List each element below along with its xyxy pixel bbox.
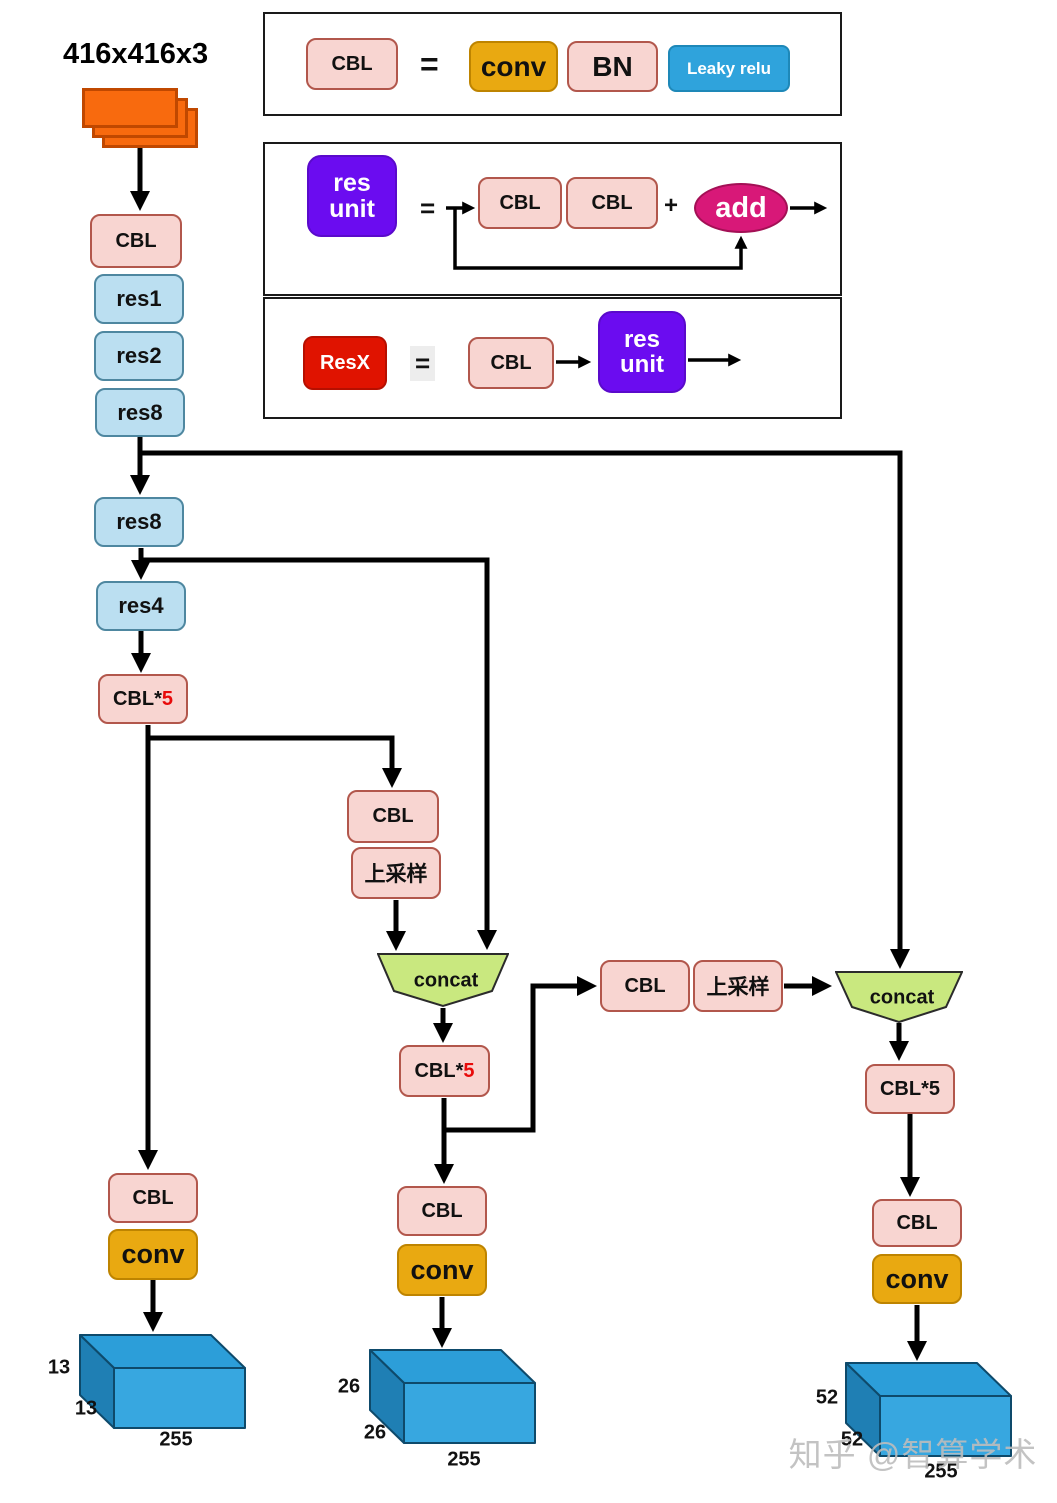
right-head-cbl-label: CBL [896, 1211, 938, 1234]
right-concat-label: concat [869, 986, 935, 1009]
legend-bn-box: BN [567, 41, 658, 92]
output26-dim-c: 255 [447, 1448, 481, 1471]
backbone-res2: res2 [94, 331, 184, 381]
mid-cbl5-prefix: CBL* [414, 1059, 464, 1082]
mid-cbl-upsample-cbl: CBL [347, 790, 439, 843]
mid-concat-label: concat [413, 969, 479, 992]
right-upsample-label: 上采样 [706, 976, 770, 999]
output-box-52 [845, 1362, 1013, 1464]
resx-label: ResX [319, 351, 371, 374]
backbone-res1: res1 [94, 274, 184, 324]
resunit-line2: unit [329, 195, 375, 223]
backbone-res4: res4 [96, 581, 186, 631]
legend-resunit-plus: + [664, 192, 679, 219]
res4-label: res4 [118, 593, 164, 618]
backbone-res8-first: res8 [95, 388, 185, 437]
legend-add-ellipse: add [694, 183, 788, 233]
mid-head-conv-label: conv [410, 1254, 474, 1285]
resx-res-line1: res [623, 325, 661, 353]
right-head-conv-label: conv [885, 1263, 949, 1294]
backbone-cbl: CBL [90, 214, 182, 268]
output13-dim-c: 255 [159, 1428, 193, 1451]
output-box-26 [369, 1349, 537, 1451]
right-upsample: 上采样 [693, 960, 783, 1012]
mid-cbl5-times: 5 [463, 1059, 475, 1082]
left-head-cbl: CBL [108, 1173, 198, 1223]
legend-conv-label: conv [480, 50, 547, 82]
output52-dim-h: 52 [815, 1386, 839, 1409]
mid-upsample-label: 上采样 [364, 863, 428, 886]
resunit-line1: res [333, 168, 371, 197]
right-cbl5: CBL*5 [865, 1064, 955, 1114]
legend-cbl-lhs-label: CBL [331, 52, 373, 75]
mid-head-conv: conv [397, 1244, 487, 1296]
backbone-res8-second: res8 [94, 497, 184, 547]
res8-second-label: res8 [116, 509, 162, 534]
right-head-cbl: CBL [872, 1199, 962, 1247]
output26-dim-w: 26 [363, 1421, 387, 1444]
resunit-cbl1-label: CBL [499, 191, 541, 214]
right-head-conv: conv [872, 1254, 962, 1304]
output13-dim-w: 13 [74, 1397, 98, 1420]
legend-resx-lhs: ResX [303, 336, 387, 390]
output13-dim-h: 13 [47, 1356, 71, 1379]
mid-cbl5: CBL*5 [399, 1045, 490, 1097]
output52-dim-c: 255 [924, 1460, 958, 1483]
left-head-conv-label: conv [121, 1239, 185, 1269]
mid-head-cbl-label: CBL [421, 1199, 463, 1222]
legend-leaky-relu-label: Leaky relu [686, 58, 772, 78]
right-cbl-up-label: CBL [624, 974, 666, 997]
watermark-text: 知乎 @智算学术 [788, 1436, 1038, 1473]
legend-resunit-cbl2: CBL [566, 177, 658, 229]
right-cbl-upsample-cbl: CBL [600, 960, 690, 1012]
resunit-cbl2-label: CBL [591, 191, 633, 214]
res2-label: res2 [116, 343, 162, 368]
legend-conv-box: conv [469, 41, 558, 92]
backbone-cbl-label: CBL [115, 229, 157, 252]
legend-cbl-lhs: CBL [306, 38, 398, 90]
legend-leaky-relu-box: Leaky relu [668, 45, 790, 92]
backbone-cbl5: CBL*5 [98, 674, 188, 724]
add-label: add [715, 191, 767, 224]
mid-upsample: 上采样 [351, 847, 441, 899]
resx-res-line2: unit [620, 351, 664, 378]
legend-resx-equals: = [410, 346, 436, 381]
legend-resunit-equals: = [420, 193, 436, 223]
mid-head-cbl: CBL [397, 1186, 487, 1236]
right-cbl5-label: CBL*5 [879, 1077, 940, 1100]
output-box-13 [79, 1334, 247, 1436]
backbone-cbl5-prefix: CBL* [112, 687, 162, 710]
left-head-cbl-label: CBL [132, 1186, 174, 1209]
mid-cbl-up-label: CBL [372, 805, 414, 827]
legend-bn-label: BN [592, 50, 633, 82]
output26-dim-h: 26 [337, 1375, 361, 1398]
left-head-conv: conv [108, 1229, 198, 1280]
resx-cbl-label: CBL [490, 351, 532, 374]
res8-first-label: res8 [117, 399, 163, 425]
legend-resunit-cbl1: CBL [478, 177, 562, 229]
legend-cbl-equals: = [420, 46, 439, 82]
input-size-label: 416x416x3 [63, 38, 209, 70]
legend-resx-cbl: CBL [468, 337, 554, 389]
backbone-cbl5-times: 5 [161, 687, 173, 710]
input-image-front [82, 88, 178, 128]
right-concat-shape [834, 971, 964, 1028]
output52-dim-w: 52 [840, 1428, 864, 1451]
res1-label: res1 [116, 286, 162, 311]
